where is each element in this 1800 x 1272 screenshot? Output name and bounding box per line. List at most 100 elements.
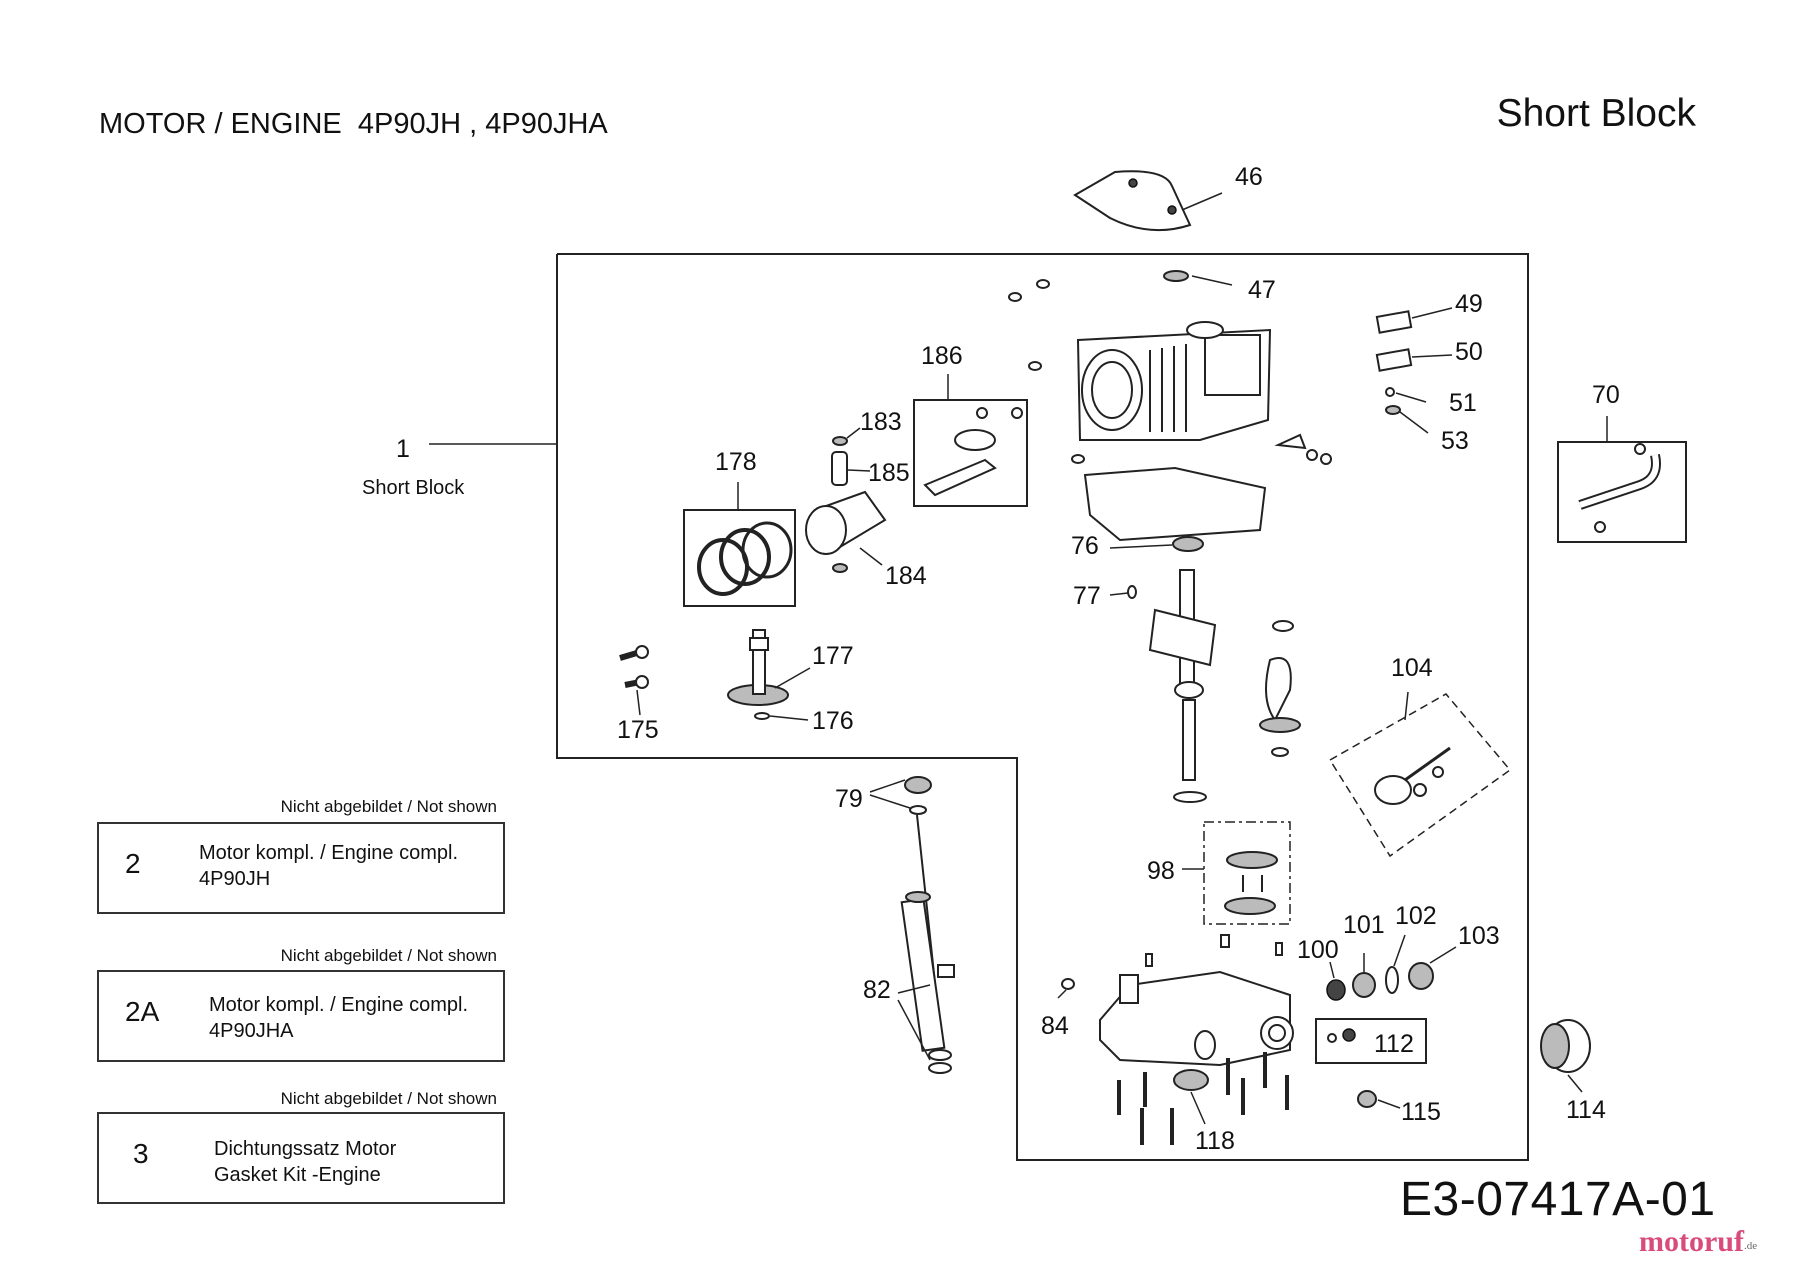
callout-77: 77 xyxy=(1073,582,1101,610)
piston-rings xyxy=(697,521,793,596)
not-shown-note: Nicht abgebildet / Not shown xyxy=(280,797,497,816)
callout-184: 184 xyxy=(885,562,927,590)
item-box-2a: 2A Motor kompl. / Engine compl. 4P90JHA xyxy=(97,970,505,1062)
callout-82: 82 xyxy=(863,976,891,1004)
part-103-cap xyxy=(1408,962,1434,990)
callout-51: 51 xyxy=(1449,389,1477,417)
part-46-shroud xyxy=(1073,170,1192,232)
callout-183: 183 xyxy=(860,408,902,436)
part-178-box xyxy=(683,509,796,607)
brand-name: motoruf xyxy=(1639,1225,1744,1258)
part-77-key xyxy=(1127,585,1137,599)
governor-assembly xyxy=(1374,746,1451,805)
callout-50: 50 xyxy=(1455,338,1483,366)
item-desc-line2: 4P90JH xyxy=(199,868,271,890)
part-104-box xyxy=(1328,693,1512,858)
pin xyxy=(1036,279,1050,289)
item-number: 2A xyxy=(125,996,160,1027)
short-block-frame xyxy=(556,253,1529,1161)
part-47-seal xyxy=(1163,270,1189,282)
part-183-clip xyxy=(832,436,848,446)
part-70-box xyxy=(1557,441,1687,543)
item-desc-line1: Motor kompl. / Engine compl. xyxy=(199,842,458,864)
pin xyxy=(1220,934,1230,948)
part-112-box xyxy=(1315,1018,1427,1064)
crankcase-cover xyxy=(1099,970,1294,1067)
callout-176: 176 xyxy=(812,707,854,735)
washer xyxy=(1173,791,1207,803)
brand-suffix: .de xyxy=(1743,1240,1758,1252)
callout-114: 114 xyxy=(1566,1096,1606,1124)
callout-100: 100 xyxy=(1297,936,1339,964)
callout-186: 186 xyxy=(921,342,963,370)
crankshaft xyxy=(1148,569,1217,781)
connecting-rod xyxy=(923,458,997,497)
part-177-camshaft xyxy=(727,629,789,706)
not-shown-note: Nicht abgebildet / Not shown xyxy=(280,946,497,965)
part-98-box xyxy=(1203,821,1291,925)
callout-101: 101 xyxy=(1343,911,1385,939)
item-description: Dichtungssatz Motor Gasket Kit -Engine xyxy=(214,1136,396,1188)
part-50-gasket xyxy=(1375,348,1413,372)
part-175-bolts xyxy=(619,645,649,689)
part-185-piston-pin xyxy=(831,451,848,486)
callout-47: 47 xyxy=(1248,276,1276,304)
callout-177: 177 xyxy=(812,642,854,670)
pin xyxy=(1008,292,1022,302)
part-115-nut xyxy=(1357,1090,1377,1108)
not-shown-note: Nicht abgebildet / Not shown xyxy=(280,1089,497,1108)
linkage xyxy=(1274,433,1307,450)
assembly-number: 1 xyxy=(396,435,410,463)
item-description: Motor kompl. / Engine compl. 4P90JH xyxy=(199,840,458,892)
oil-pump xyxy=(1224,851,1278,915)
callout-84: 84 xyxy=(1041,1012,1069,1040)
page-title: MOTOR / ENGINE 4P90JH , 4P90JHA xyxy=(99,108,608,140)
callout-102: 102 xyxy=(1395,902,1437,930)
part-100-plug xyxy=(1326,979,1346,1001)
cylinder-block xyxy=(1076,321,1272,441)
part-118-seal xyxy=(1173,1069,1209,1091)
item-number: 3 xyxy=(133,1138,149,1169)
callout-175: 175 xyxy=(617,716,659,744)
item-desc-line2: Gasket Kit -Engine xyxy=(214,1164,381,1186)
part-102-oring xyxy=(1385,966,1399,994)
callout-118: 118 xyxy=(1195,1127,1235,1155)
item-desc-line1: Dichtungssatz Motor xyxy=(214,1138,397,1160)
item-number: 2 xyxy=(125,848,141,879)
part-76-seal xyxy=(1172,536,1204,552)
item-desc-line2: 4P90JHA xyxy=(209,1020,294,1042)
callout-70: 70 xyxy=(1592,381,1620,409)
part-82-dipstick-tube xyxy=(900,814,955,1074)
brand-logo[interactable]: motoruf.de xyxy=(1639,1225,1757,1259)
pin xyxy=(1028,361,1042,371)
pin xyxy=(1275,942,1283,956)
item-desc-line1: Motor kompl. / Engine compl. xyxy=(209,994,468,1016)
item-description: Motor kompl. / Engine compl. 4P90JHA xyxy=(209,992,468,1044)
pin xyxy=(1145,953,1153,967)
callout-104: 104 xyxy=(1391,654,1433,682)
cover-bolts xyxy=(1117,1052,1289,1145)
part-176-washer xyxy=(754,712,770,720)
item-box-3: 3 Dichtungssatz Motor Gasket Kit -Engine xyxy=(97,1112,505,1204)
part-51 xyxy=(1385,387,1395,397)
balance-shaft xyxy=(1259,620,1301,757)
callout-103: 103 xyxy=(1458,922,1500,950)
callout-53: 53 xyxy=(1441,427,1469,455)
part-49-plate xyxy=(1375,310,1413,334)
part-101-spring xyxy=(1352,972,1376,998)
part-79-dipstick-cap xyxy=(904,776,932,815)
callout-98: 98 xyxy=(1147,857,1175,885)
assembly-label: Short Block xyxy=(362,477,465,499)
section-title: Short Block xyxy=(1496,92,1696,135)
part-53 xyxy=(1385,405,1401,415)
callout-112: 112 xyxy=(1374,1030,1414,1058)
part-186-box xyxy=(913,399,1028,507)
item-box-2: 2 Motor kompl. / Engine compl. 4P90JH xyxy=(97,822,505,914)
pin xyxy=(1071,454,1085,464)
gasket xyxy=(1083,466,1267,542)
callout-115: 115 xyxy=(1401,1098,1441,1126)
callout-185: 185 xyxy=(868,459,910,487)
callout-46: 46 xyxy=(1235,163,1263,191)
callout-178: 178 xyxy=(715,448,757,476)
